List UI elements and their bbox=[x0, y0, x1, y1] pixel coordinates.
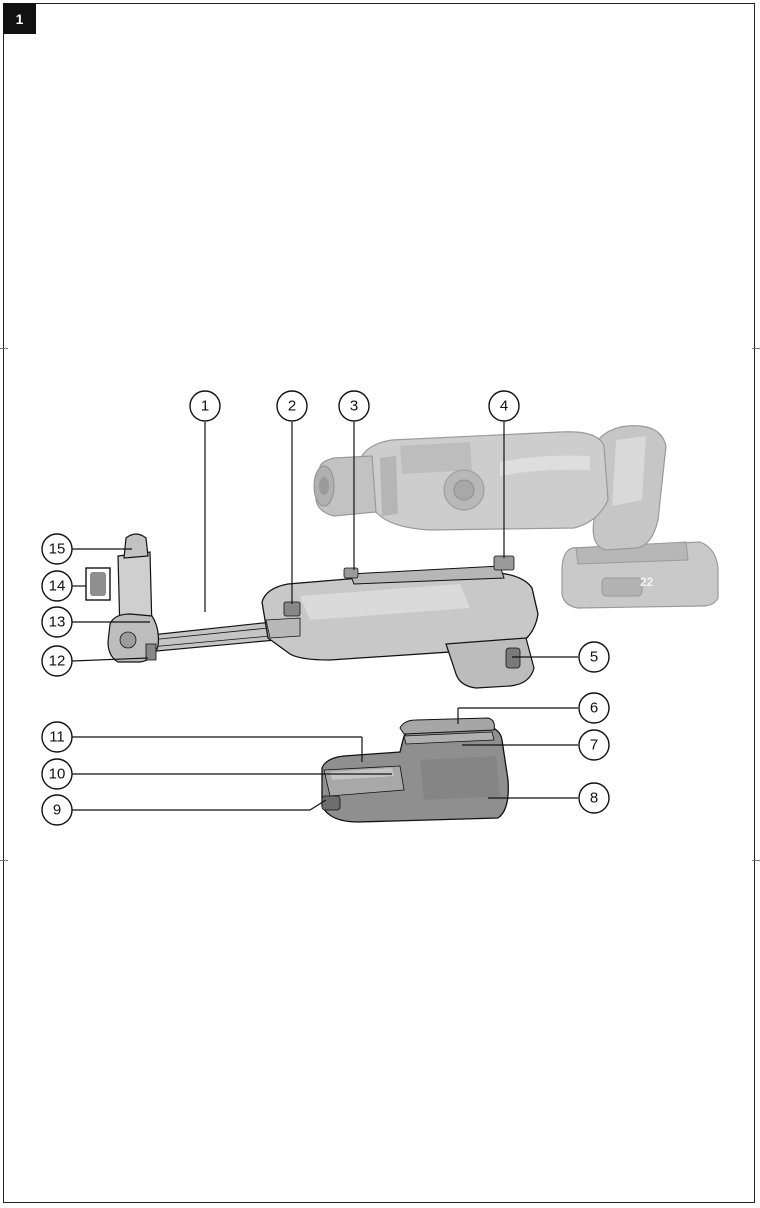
callout-15: 15 bbox=[42, 534, 72, 564]
callout-label: 4 bbox=[500, 398, 508, 415]
battery-marking: 22 bbox=[640, 575, 654, 589]
callout-label: 13 bbox=[49, 614, 66, 631]
callout-label: 6 bbox=[590, 700, 598, 717]
callout-label: 2 bbox=[288, 398, 296, 415]
callout-1: 1 bbox=[190, 391, 220, 421]
callout-label: 15 bbox=[49, 541, 66, 558]
callout-label: 9 bbox=[53, 802, 61, 819]
callout-14: 14 bbox=[42, 571, 72, 601]
dust-removal-system bbox=[86, 534, 538, 688]
callout-2: 2 bbox=[277, 391, 307, 421]
callout-label: 3 bbox=[350, 398, 358, 415]
dust-module bbox=[322, 718, 508, 822]
callout-12: 12 bbox=[42, 646, 72, 676]
callout-label: 11 bbox=[49, 729, 65, 746]
callout-8: 8 bbox=[579, 783, 609, 813]
callout-6: 6 bbox=[579, 693, 609, 723]
callout-4: 4 bbox=[489, 391, 519, 421]
callout-label: 14 bbox=[49, 578, 66, 595]
callout-label: 10 bbox=[49, 766, 66, 783]
callout-10: 10 bbox=[42, 759, 72, 789]
callout-11: 11 bbox=[42, 722, 72, 752]
callout-7: 7 bbox=[579, 730, 609, 760]
callout-label: 5 bbox=[590, 649, 598, 666]
callout-label: 1 bbox=[201, 398, 209, 415]
callout-label: 8 bbox=[590, 790, 598, 807]
callout-9: 9 bbox=[42, 795, 72, 825]
callout-3: 3 bbox=[339, 391, 369, 421]
callout-label: 12 bbox=[49, 653, 66, 670]
callout-13: 13 bbox=[42, 607, 72, 637]
callout-label: 7 bbox=[590, 737, 598, 754]
callout-5: 5 bbox=[579, 642, 609, 672]
